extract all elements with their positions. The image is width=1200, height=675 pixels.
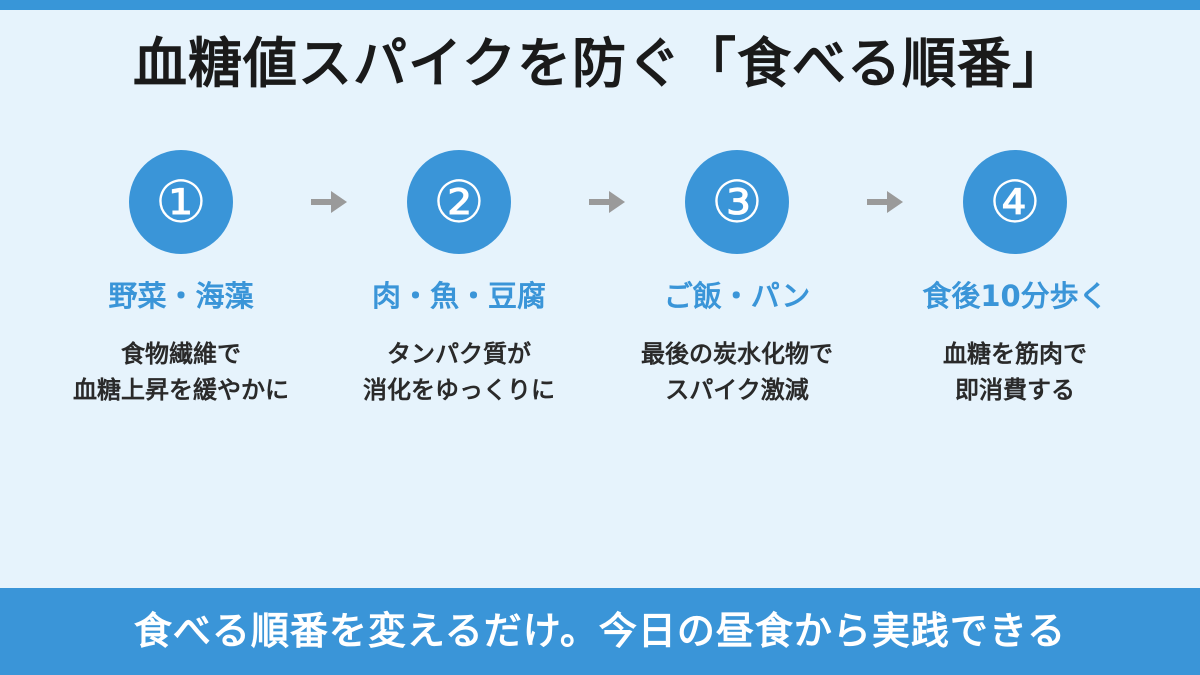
step-description-line: 血糖上昇を緩やかに	[73, 376, 289, 404]
step-description: タンパク質が 消化をゆっくりに	[329, 336, 589, 408]
step-description: 血糖を筋肉で 即消費する	[885, 336, 1145, 408]
arrow-right-icon	[311, 191, 347, 213]
step-number-badge: ③	[685, 150, 789, 254]
step-number-badge: ①	[129, 150, 233, 254]
step-heading: 野菜・海藻	[108, 279, 254, 313]
step-number-badge: ④	[963, 150, 1067, 254]
footer-banner: 食べる順番を変えるだけ。今日の昼食から実践できる	[0, 588, 1200, 675]
step-description-line: 最後の炭水化物で	[641, 340, 833, 368]
step-1: ① 野菜・海藻 食物繊維で 血糖上昇を緩やかに	[51, 150, 311, 408]
step-3: ③ ご飯・パン 最後の炭水化物で スパイク激減	[607, 150, 867, 408]
arrow-right-icon	[589, 191, 625, 213]
step-description-line: 即消費する	[955, 376, 1075, 404]
step-heading: 食後10分歩く	[922, 279, 1108, 313]
step-description: 食物繊維で 血糖上昇を緩やかに	[51, 336, 311, 408]
step-description: 最後の炭水化物で スパイク激減	[607, 336, 867, 408]
step-heading: 肉・魚・豆腐	[371, 279, 546, 313]
step-description-line: 食物繊維で	[121, 340, 241, 368]
step-heading: ご飯・パン	[663, 279, 811, 313]
top-accent-bar	[0, 0, 1200, 10]
arrow-right-icon	[867, 191, 903, 213]
step-description-line: タンパク質が	[387, 340, 531, 368]
step-description-line: 血糖を筋肉で	[943, 340, 1087, 368]
step-description-line: スパイク激減	[665, 376, 809, 404]
step-2: ② 肉・魚・豆腐 タンパク質が 消化をゆっくりに	[329, 150, 589, 408]
step-4: ④ 食後10分歩く 血糖を筋肉で 即消費する	[885, 150, 1145, 408]
page-title: 血糖値スパイクを防ぐ「食べる順番」	[133, 32, 1067, 95]
step-number-badge: ②	[407, 150, 511, 254]
step-description-line: 消化をゆっくりに	[363, 376, 555, 404]
